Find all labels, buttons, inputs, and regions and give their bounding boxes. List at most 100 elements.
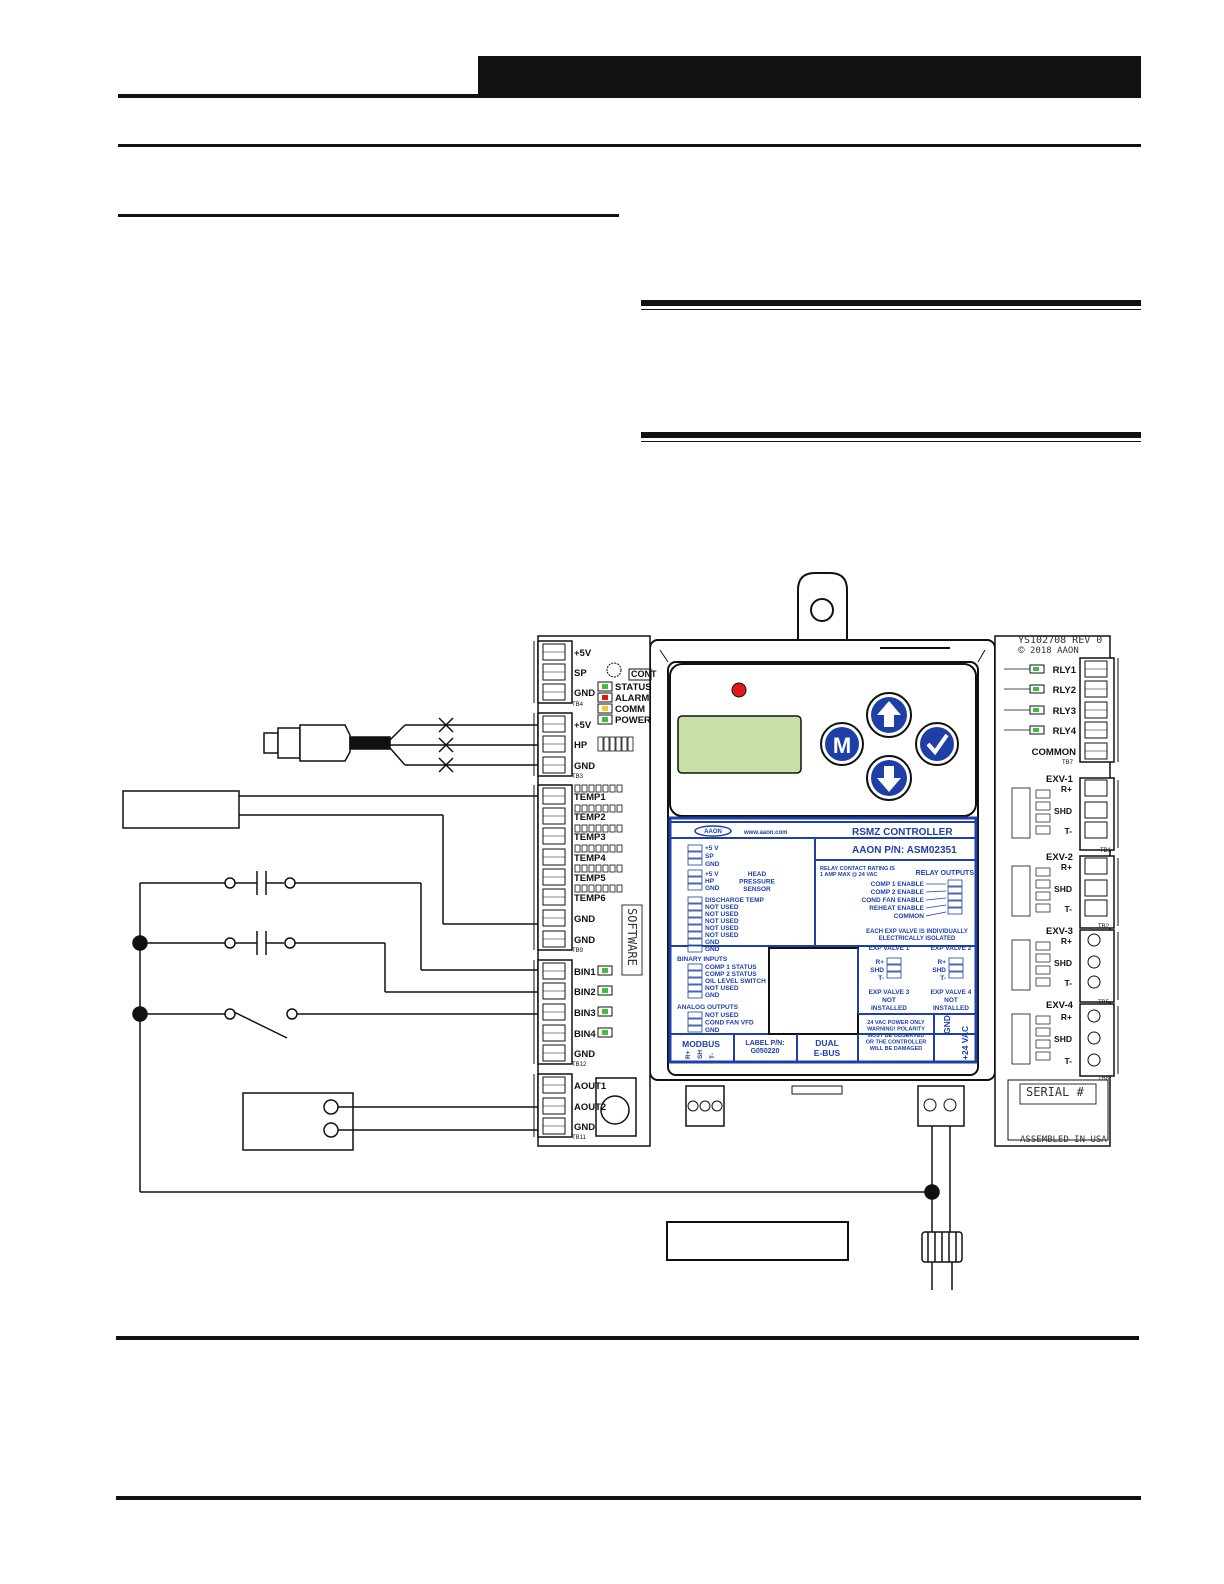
relay-output-label: COND FAN ENABLE	[862, 897, 925, 904]
component-icon	[581, 884, 588, 893]
exv-screw	[1087, 1053, 1101, 1067]
component-icon	[595, 824, 602, 833]
modbus-pin: T-	[709, 1053, 716, 1059]
modbus-pin: SH	[697, 1050, 704, 1059]
power-warning: OR THE CONTROLLER	[866, 1040, 927, 1046]
note-rule-bottom	[641, 432, 1141, 438]
pin-icon	[687, 1025, 703, 1033]
terminal-label: TEMP4	[574, 853, 606, 864]
component-icon	[581, 784, 588, 793]
exv-pin-label: SHD	[1054, 958, 1072, 968]
exp-valve-2-pin: T-	[940, 975, 946, 982]
relay-led-icon	[1033, 687, 1039, 691]
hp-title: SENSOR	[743, 886, 771, 893]
power-warning: MUST BE OBSERVED	[867, 1033, 924, 1039]
exv-pin-label: R+	[1061, 936, 1072, 946]
pin-icon	[687, 970, 703, 978]
resistor-icon	[597, 736, 604, 752]
exp-valve-2-label: EXP VALVE 2	[931, 945, 972, 952]
exp-valve-1-pin: SHD	[870, 967, 884, 974]
pin-icon	[687, 903, 703, 911]
pin-icon	[687, 924, 703, 932]
binary-title: BINARY INPUTS	[677, 956, 728, 963]
terminal-label: TEMP6	[574, 893, 606, 904]
exv-connector-icon	[1011, 1013, 1031, 1065]
exv-pin-label: T-	[1064, 904, 1072, 914]
tb-label: TB7	[1062, 760, 1074, 766]
exv-pin-label: SHD	[1054, 1034, 1072, 1044]
terminal-label: BIN3	[574, 1008, 596, 1019]
sp-group-label: SP	[705, 853, 714, 860]
section-rule	[118, 144, 1141, 147]
exp-valve-3-label: NOT	[882, 997, 896, 1004]
terminal-label: HP	[574, 740, 588, 751]
temp-group-label: DISCHARGE TEMP	[705, 897, 765, 904]
component-icon	[602, 804, 609, 813]
exv-chip-icon	[1035, 965, 1051, 975]
tb-label: TB3	[572, 774, 584, 780]
component-icon	[574, 844, 581, 853]
exv-pin-label: R+	[1061, 862, 1072, 872]
component-icon	[588, 864, 595, 873]
bin-led-icon	[602, 1030, 608, 1035]
exv-chip-icon	[1035, 1039, 1051, 1049]
right-terminal-labels: RLY1RLY2RLY3RLY4COMMONR+SHDT-EXV-1R+SHDT…	[1032, 665, 1112, 1082]
header-black-bar	[478, 56, 1141, 98]
exv-chip-icon	[1035, 953, 1051, 963]
terminal-label: GND	[574, 935, 595, 946]
exv-screw	[1084, 899, 1108, 917]
terminal-label: SP	[574, 668, 587, 679]
modbus-pin-label: SH	[697, 1050, 704, 1059]
exp-valve-1-label: EXP VALVE 1	[869, 945, 910, 952]
exv-chip-icon	[1035, 903, 1051, 913]
exv-pin-label: SHD	[1054, 884, 1072, 894]
exp-valve-3-label: EXP VALVE 3	[869, 989, 910, 996]
controller-name: RSMZ CONTROLLER	[852, 827, 953, 838]
column-rule	[118, 214, 619, 217]
tb-label: TB2	[1098, 924, 1110, 930]
modbus-title: MODBUS	[682, 1039, 720, 1049]
resistor-icon	[621, 736, 628, 752]
relay-label: RLY3	[1053, 706, 1076, 717]
exv-pin-label: SHD	[1054, 806, 1072, 816]
tb-label: TB5	[1098, 1000, 1110, 1006]
analog-title: ANALOG OUTPUTS	[677, 1004, 739, 1011]
copyright: 2018 AAON	[1030, 646, 1079, 656]
component-icon	[602, 824, 609, 833]
pin-icon	[687, 844, 703, 852]
exv-connector-icon	[1011, 865, 1031, 917]
tb-label: TB11	[572, 1135, 587, 1141]
analog-group-label: GND	[705, 1027, 720, 1034]
pin-icon	[687, 858, 703, 866]
power-warning: 24 VAC POWER ONLY	[867, 1020, 925, 1026]
exv-chip-icon	[1035, 879, 1051, 889]
component-icon	[588, 784, 595, 793]
component-icon	[602, 864, 609, 873]
relay-label: RLY2	[1053, 685, 1076, 696]
exp-valve-4-label: INSTALLED	[933, 1005, 969, 1012]
hp-group-label: GND	[705, 885, 720, 892]
component-icon	[609, 804, 616, 813]
component-icon	[616, 824, 623, 833]
component-icon	[609, 824, 616, 833]
pin-icon	[687, 938, 703, 946]
sp-group-label: GND	[705, 861, 720, 868]
component-icon	[588, 844, 595, 853]
power-warning: WARNING! POLARITY	[867, 1027, 925, 1033]
component-icon	[609, 844, 616, 853]
component-icon	[595, 804, 602, 813]
menu-key-label: M	[833, 733, 851, 758]
exv-screw	[1087, 933, 1101, 947]
pin-icon	[687, 1018, 703, 1026]
terminal-label: BIN1	[574, 967, 596, 978]
pin-icon	[947, 886, 963, 894]
pin-icon	[687, 984, 703, 992]
component-icon	[574, 804, 581, 813]
power-pin-label: GND	[942, 1015, 952, 1034]
resistor-icon	[615, 736, 622, 752]
part-number: AAON P/N: ASM02351	[852, 845, 957, 856]
terminal-label: TEMP1	[574, 792, 606, 803]
relay-trace	[925, 890, 947, 893]
binary-group-label: OIL LEVEL SWITCH	[705, 978, 766, 985]
